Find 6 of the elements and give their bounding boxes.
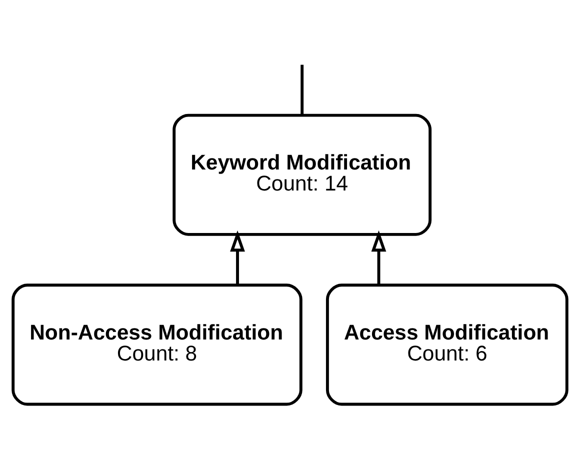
node-box: Non-Access Modification Count: 8 (12, 284, 302, 406)
node-box: Keyword Modification Count: 14 (172, 114, 432, 236)
arrow (371, 230, 386, 285)
arrow (230, 230, 245, 285)
node-box: Access Modification Count: 6 (326, 284, 568, 406)
connector (300, 64, 304, 116)
